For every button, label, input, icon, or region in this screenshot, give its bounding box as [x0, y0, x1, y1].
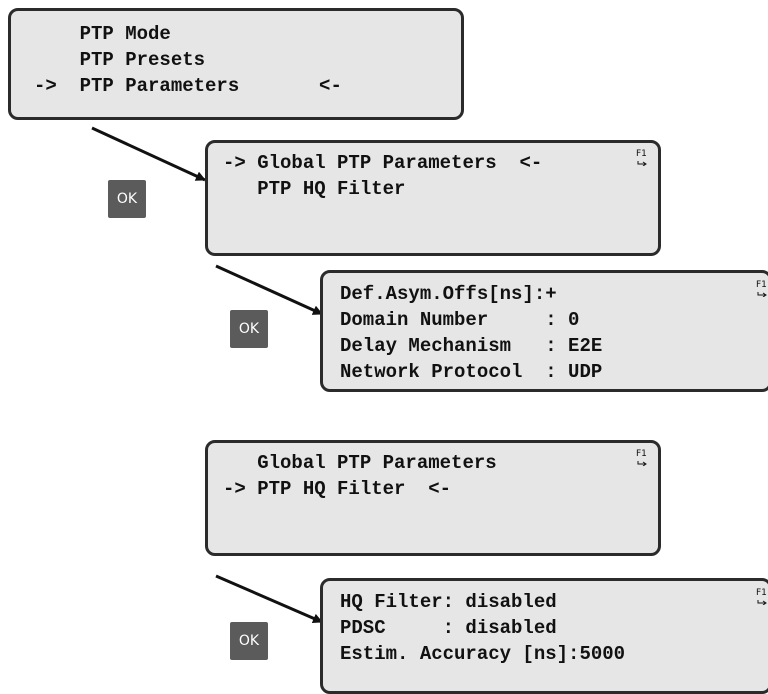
ok-button: OK [230, 622, 268, 660]
arrow-3 [215, 574, 323, 624]
f1-key-icon: F1 [755, 589, 768, 605]
lcd-screen-ptp-parameters-hq-selected: Global PTP Parameters -> PTP HQ Filter <… [205, 440, 661, 556]
menu-line-ptp-hq-filter: -> PTP HQ Filter <- [223, 478, 452, 500]
f1-key-icon: F1 [635, 450, 649, 466]
param-line-pdsc: PDSC : disabled [340, 617, 557, 639]
lcd-screen-ptp-parameters: -> Global PTP Parameters <- PTP HQ Filte… [205, 140, 661, 256]
param-line-estim-accuracy: Estim. Accuracy [ns]:5000 [340, 643, 626, 665]
arrow-1 [91, 126, 206, 182]
menu-line-ptp-mode: PTP Mode [34, 23, 171, 45]
param-line-hq-filter: HQ Filter: disabled [340, 591, 557, 613]
lcd-screen-global-ptp-parameters: Def.Asym.Offs[ns]:+ Domain Number : 0 De… [320, 270, 768, 392]
arrow-2 [215, 264, 323, 316]
f1-key-icon: F1 [635, 150, 649, 166]
param-line-domain-number: Domain Number : 0 [340, 309, 580, 331]
ok-button: OK [108, 180, 146, 218]
lcd-screen-ptp-menu: PTP Mode PTP Presets -> PTP Parameters <… [8, 8, 464, 120]
lcd-screen-ptp-hq-filter: HQ Filter: disabled PDSC : disabled Esti… [320, 578, 768, 694]
f1-key-icon: F1 [755, 281, 768, 297]
param-line-asym-offset: Def.Asym.Offs[ns]:+ [340, 283, 557, 305]
menu-line-ptp-hq-filter: PTP HQ Filter [223, 178, 406, 200]
param-line-delay-mechanism: Delay Mechanism : E2E [340, 335, 603, 357]
param-line-network-protocol: Network Protocol : UDP [340, 361, 603, 383]
menu-line-ptp-parameters: -> PTP Parameters <- [34, 75, 342, 97]
menu-line-global-ptp-parameters: -> Global PTP Parameters <- [223, 152, 543, 174]
menu-line-ptp-presets: PTP Presets [34, 49, 206, 71]
ok-button: OK [230, 310, 268, 348]
menu-line-global-ptp-parameters: Global PTP Parameters [223, 452, 497, 474]
